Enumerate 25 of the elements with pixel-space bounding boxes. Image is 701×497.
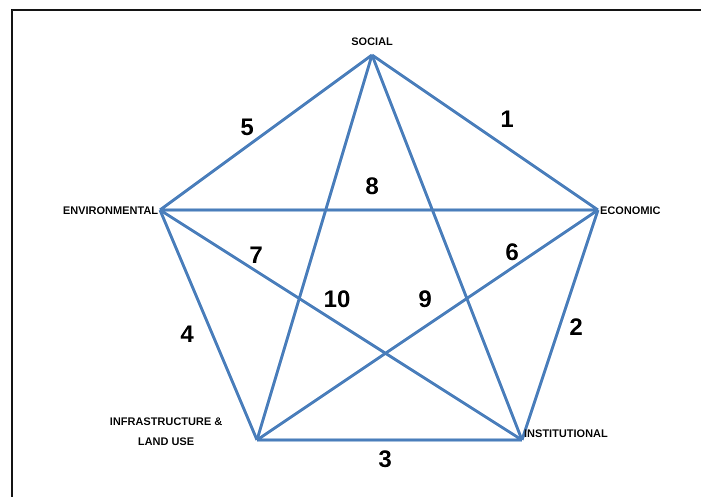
vertex-label: INSTITUTIONAL <box>524 427 608 442</box>
connector-line <box>159 208 523 442</box>
edge-label: 1 <box>500 108 514 132</box>
vertex-label: ECONOMIC <box>600 204 660 219</box>
connector-line <box>159 54 373 212</box>
edge-label: 10 <box>324 288 350 312</box>
connector-line <box>371 54 599 212</box>
edge-label: 5 <box>240 116 254 140</box>
edge-label: 8 <box>365 175 379 199</box>
connector-line <box>158 209 258 441</box>
edge-label: 4 <box>180 323 194 347</box>
connector-line <box>370 54 524 441</box>
connector-line <box>160 208 598 212</box>
edge-label: 7 <box>249 244 263 268</box>
connector-line <box>257 438 522 442</box>
connector-line <box>520 210 600 440</box>
connector-line <box>256 54 374 440</box>
vertex-label: ENVIRONMENTAL <box>62 204 158 219</box>
connector-line <box>256 208 599 442</box>
edge-label: 2 <box>569 316 583 340</box>
vertex-label: INFRASTRUCTURE & LAND USE <box>108 415 224 450</box>
vertex-label: SOCIAL <box>351 35 393 50</box>
edge-label: 3 <box>378 448 392 472</box>
edge-label: 9 <box>418 288 432 312</box>
edge-label: 6 <box>505 241 519 265</box>
